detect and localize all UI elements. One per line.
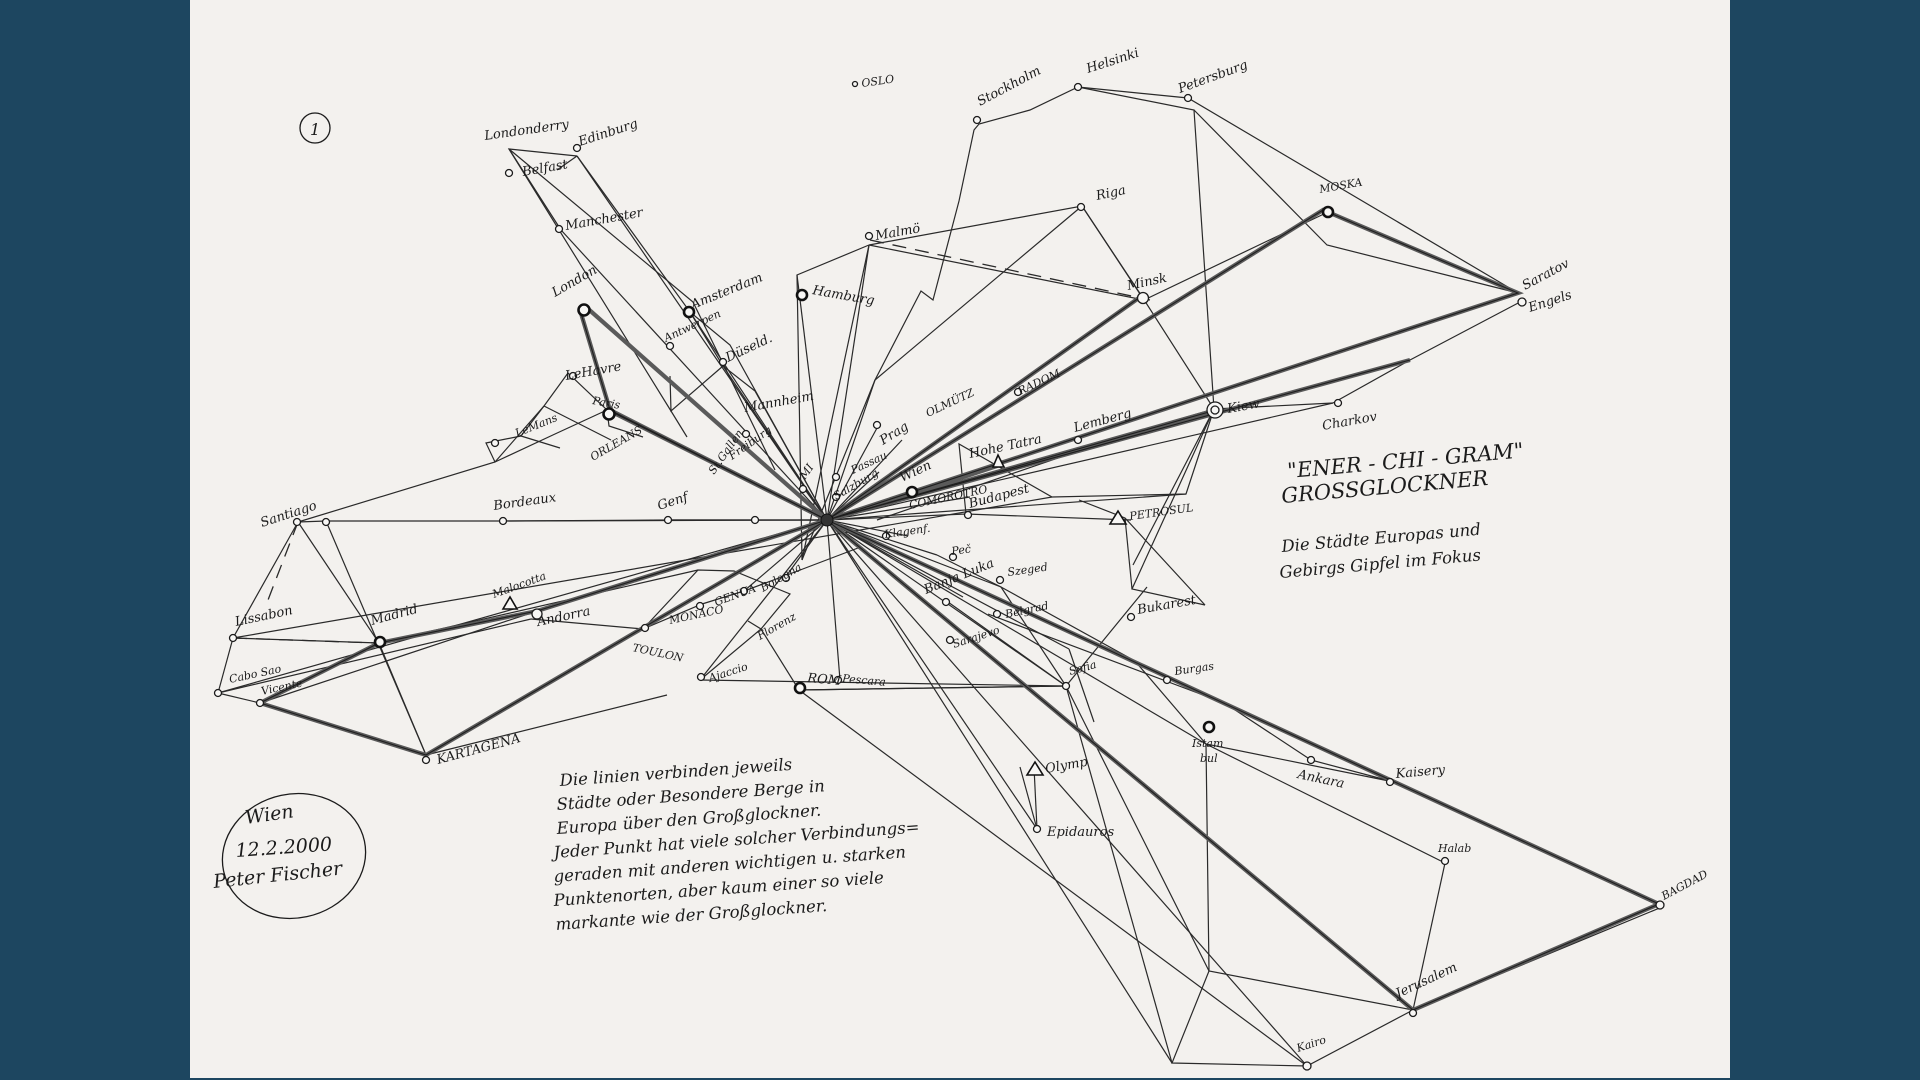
place-label-hamburg: Hamburg bbox=[810, 283, 875, 309]
place-label-hohetatra: Hohe Tatra bbox=[967, 432, 1043, 462]
place-label-florenz: Florenz bbox=[754, 610, 798, 643]
place-label-bordeaux: Bordeaux bbox=[491, 490, 557, 514]
signature-date: 12.2.2000 bbox=[235, 833, 333, 862]
place-label-szeged: Szeged bbox=[1007, 560, 1049, 579]
place-label-lissabon: Lissabon bbox=[233, 603, 294, 630]
place-label-kairo: Kairo bbox=[1294, 1033, 1328, 1055]
place-label-pec: Peč bbox=[950, 542, 973, 558]
place-label-istanbul-1: Istam bbox=[1191, 737, 1223, 750]
place-label-wien: Wien bbox=[897, 458, 934, 486]
place-label-oslo: OSLO bbox=[861, 73, 895, 90]
paper-sheet bbox=[190, 0, 1730, 1078]
place-label-olymp: Olymp bbox=[1044, 755, 1089, 777]
signature-place: Wien bbox=[244, 800, 295, 829]
place-label-istanbul-2: bul bbox=[1200, 752, 1218, 765]
place-label-toulon: TOULON bbox=[631, 641, 685, 665]
place-label-madrid: Madrid bbox=[368, 602, 419, 629]
grossglockner-rays bbox=[501, 155, 1395, 1067]
sheet-number: 1 bbox=[310, 120, 320, 139]
place-label-rom: ROM bbox=[806, 671, 843, 689]
place-label-minsk: Minsk bbox=[1125, 271, 1169, 294]
place-label-pescara: Pescara bbox=[841, 672, 887, 689]
place-label-petrosul: PETROSUL bbox=[1128, 501, 1194, 523]
place-label-amsterdam: Amsterdam bbox=[688, 270, 765, 313]
point-markers bbox=[213, 80, 1665, 1071]
explanatory-note: Die linien verbinden jeweils Städte oder… bbox=[550, 755, 920, 934]
place-label-lehavre: LeHavre bbox=[563, 359, 623, 384]
place-label-engels: Engels bbox=[1526, 288, 1574, 316]
signature-ellipse bbox=[221, 792, 367, 920]
place-label-londonderry: Londonderry bbox=[482, 117, 570, 144]
place-label-kartagena: KARTAGENA bbox=[434, 731, 522, 768]
place-label-sofia: Sofia bbox=[1067, 658, 1097, 678]
place-label-helsinki: Helsinki bbox=[1084, 46, 1141, 77]
place-label-stockholm: Stockholm bbox=[975, 64, 1044, 110]
place-label-burgas: Burgas bbox=[1173, 660, 1215, 679]
place-label-orleans: ORLEANS bbox=[588, 423, 645, 463]
place-label-london: London bbox=[549, 263, 600, 301]
place-label-epidauros: Epidauros bbox=[1046, 825, 1114, 840]
place-label-prag: Prag bbox=[876, 419, 911, 449]
place-label-belfast: Belfast bbox=[520, 157, 570, 180]
place-label-bagdad: BAGDAD bbox=[1658, 867, 1710, 903]
place-label-genua: GENUA bbox=[713, 582, 758, 609]
signature-block: Wien 12.2.2000 Peter Fischer bbox=[211, 792, 367, 920]
place-label-santiago: Santiago bbox=[259, 498, 319, 530]
place-label-duesseldorf: Düseld. bbox=[722, 331, 774, 366]
place-label-halab: Halab bbox=[1437, 842, 1471, 855]
place-label-manchester: Manchester bbox=[563, 205, 645, 234]
sheet-number-circle bbox=[299, 112, 331, 144]
place-label-malmo: Malmö bbox=[873, 221, 921, 244]
place-label-riga: Riga bbox=[1094, 183, 1127, 204]
place-label-genf: Genf bbox=[656, 489, 692, 514]
place-label-saratov: Saratov bbox=[1520, 256, 1573, 294]
place-label-kaisery: Kaisery bbox=[1394, 763, 1446, 782]
place-labels: OSLO Stockholm Helsinki Petersburg Londo… bbox=[228, 46, 1710, 1055]
highlighted-axes bbox=[259, 207, 1665, 1013]
place-label-klagenfurt: Klagenf. bbox=[883, 522, 931, 541]
place-label-charkov: Charkov bbox=[1321, 409, 1379, 433]
place-label-petersburg: Petersburg bbox=[1175, 58, 1250, 97]
place-label-olmuetz: OLMÜTZ bbox=[923, 385, 976, 420]
place-label-edinburg: Edinburg bbox=[576, 117, 640, 151]
place-label-kiew: Kiew bbox=[1225, 396, 1261, 417]
place-label-mannheim: Mannheim bbox=[742, 389, 815, 416]
place-label-paris: Paris bbox=[590, 394, 621, 412]
signature-name: Peter Fischer bbox=[211, 857, 345, 893]
title-block: "ENER - CHI - GRAM" GROSSGLOCKNER Die St… bbox=[1279, 438, 1525, 582]
